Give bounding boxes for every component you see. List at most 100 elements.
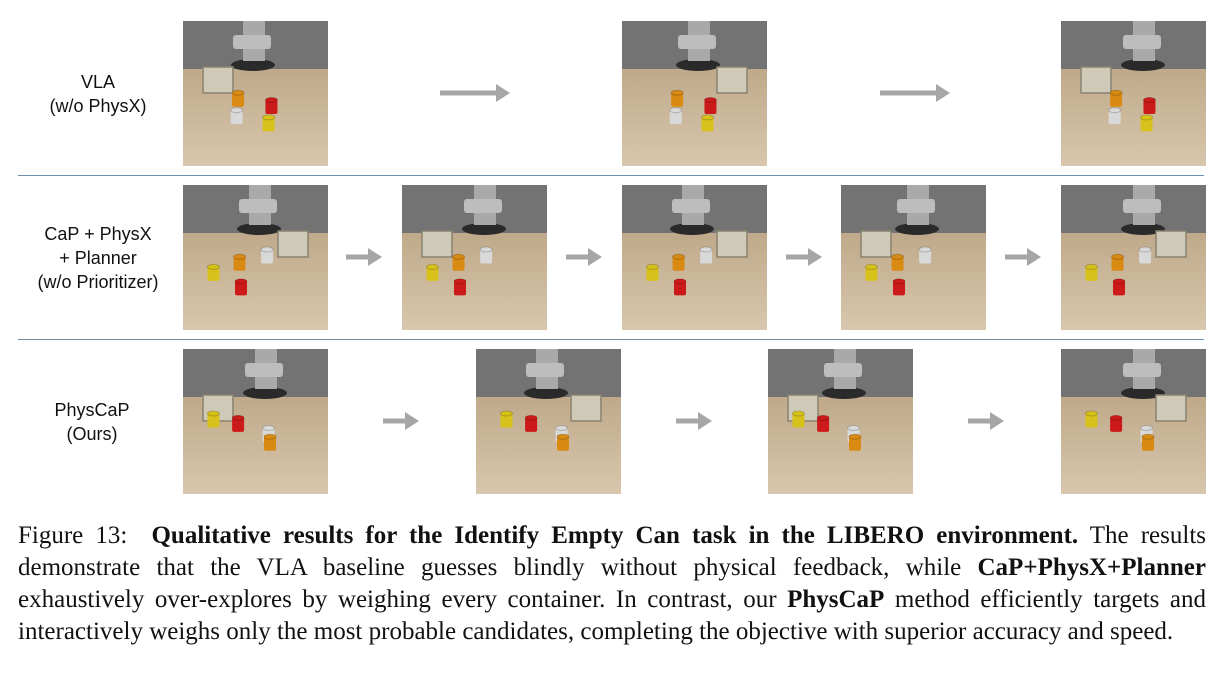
robot-gripper [678, 35, 716, 49]
can [230, 110, 243, 125]
robot-base [462, 223, 506, 235]
basket [1155, 394, 1187, 422]
can [525, 417, 538, 432]
can-top [231, 89, 245, 96]
can-top [670, 89, 684, 96]
row-label-cap-physx-planner: CaP + PhysX + Planner (w/o Prioritizer) [8, 222, 188, 294]
scene-frame [622, 185, 767, 330]
robot-tabletop-scene-image [1061, 21, 1206, 166]
robot-tabletop-scene-image [841, 185, 986, 330]
scene-frame [841, 185, 986, 330]
basket [421, 230, 453, 258]
robot-base [237, 223, 281, 235]
can [557, 436, 569, 451]
robot-tabletop-scene-image [1061, 185, 1206, 330]
right-arrow-icon [566, 247, 602, 267]
robot-gripper [245, 363, 283, 377]
caption-method-ours: PhysCaP [787, 586, 885, 613]
figure-label: Figure 13: [18, 522, 128, 549]
robot-base [231, 59, 275, 71]
robot-gripper [526, 363, 564, 377]
can-top [556, 433, 570, 440]
right-arrow-icon [880, 83, 950, 103]
row-separator [18, 339, 1204, 340]
can-top [891, 253, 905, 260]
can-top [260, 246, 274, 253]
can [646, 266, 659, 281]
can [865, 266, 878, 281]
can-top [1109, 89, 1123, 96]
can-top [1140, 425, 1154, 431]
can-top [234, 278, 248, 285]
row-label-physcap: PhysCaP (Ours) [2, 398, 182, 446]
row-label-line: VLA [80, 72, 116, 92]
robot-tabletop-scene-image [1061, 349, 1206, 494]
caption-sentence-2: exhaustively over-explores by weighing e… [18, 586, 777, 613]
row-label-line: + Planner [59, 248, 137, 268]
can [891, 256, 904, 271]
can-top [231, 414, 245, 421]
can-top [848, 433, 862, 440]
can [1143, 100, 1156, 114]
scene-frame [1061, 185, 1206, 330]
scene-frame [183, 21, 328, 166]
can [262, 117, 275, 132]
can [669, 110, 682, 125]
basket [1155, 230, 1187, 258]
can [1113, 281, 1125, 296]
scene-frame [183, 349, 328, 494]
robot-base [676, 59, 720, 71]
can-top [499, 410, 513, 417]
can-top [864, 263, 878, 270]
can-top [892, 278, 906, 285]
robot-gripper [672, 199, 710, 213]
robot-tabletop-scene-image [768, 349, 913, 494]
can [1085, 413, 1098, 428]
can [232, 92, 245, 107]
can-top [264, 97, 278, 103]
robot-tabletop-scene-image [183, 185, 328, 330]
can-top [453, 278, 467, 285]
right-arrow-icon [1005, 247, 1041, 267]
can [454, 281, 466, 296]
robot-gripper [1123, 199, 1161, 213]
robot-base [524, 387, 568, 399]
row-label-line: PhysCaP [54, 400, 130, 420]
can-top [703, 97, 717, 103]
basket [202, 66, 234, 94]
right-arrow-icon [968, 411, 1004, 431]
can-top [1141, 433, 1155, 440]
can [672, 256, 685, 271]
can [849, 436, 861, 451]
can-top [791, 410, 805, 417]
robot-tabletop-scene-image [476, 349, 621, 494]
can-top [452, 253, 466, 260]
right-arrow-icon [346, 247, 382, 267]
can [1139, 249, 1152, 264]
can [264, 436, 276, 451]
robot-tabletop-scene-image [622, 21, 767, 166]
basket [716, 230, 748, 258]
can [261, 249, 274, 264]
basket [860, 230, 892, 258]
robot-base [1121, 59, 1165, 71]
scene-frame [768, 349, 913, 494]
robot-gripper [239, 199, 277, 213]
can [674, 281, 686, 296]
can-top [816, 414, 830, 421]
robot-gripper [897, 199, 935, 213]
can-top [1138, 246, 1152, 253]
caption-title: Qualitative results for the Identify Emp… [151, 522, 1079, 549]
robot-gripper [824, 363, 862, 377]
can-top [669, 107, 683, 114]
can [233, 256, 246, 271]
can-top [1109, 414, 1123, 421]
robot-base [243, 387, 287, 399]
can [1085, 266, 1098, 281]
can-top [425, 263, 439, 270]
row-label-vla: VLA (w/o PhysX) [8, 70, 188, 118]
can-top [847, 425, 861, 431]
robot-base [1121, 387, 1165, 399]
row-label-line: (w/o PhysX) [49, 96, 147, 116]
can-top [701, 114, 715, 121]
